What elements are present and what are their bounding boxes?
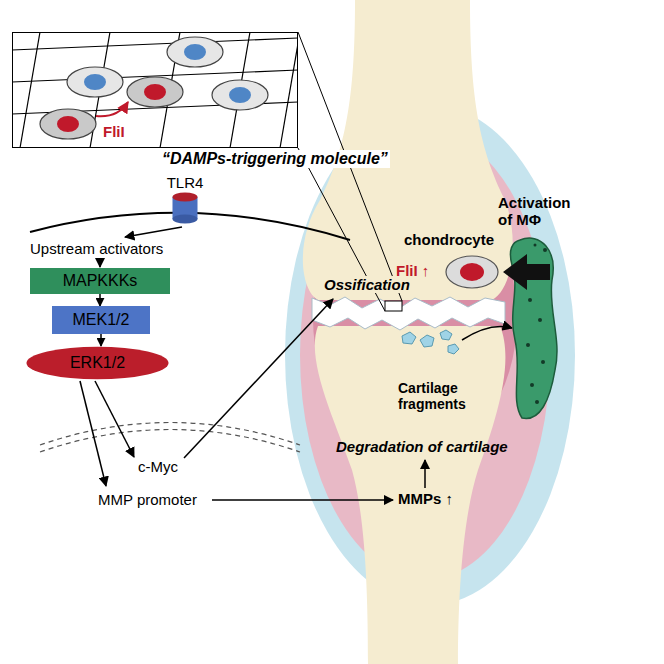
process-label: Activation of MΦ bbox=[498, 194, 584, 229]
node-text: ERK1/2 bbox=[70, 354, 125, 372]
cylinder-top bbox=[173, 193, 198, 202]
kinase-box: MEK1/2 bbox=[52, 306, 150, 334]
lower-bone bbox=[315, 326, 506, 664]
node-text: FliI bbox=[103, 123, 125, 140]
cartilage-fragments bbox=[402, 330, 459, 354]
chondrocyte-cell bbox=[446, 256, 498, 288]
inset-ground bbox=[12, 32, 298, 148]
cartilage-crack bbox=[312, 297, 505, 330]
kinase-box: MAPKKKs bbox=[30, 268, 170, 294]
pathway-arrow bbox=[100, 334, 102, 346]
fliI-arrow bbox=[96, 102, 128, 116]
promoter-label: MMP promoter bbox=[98, 491, 197, 508]
node-text: MEK1/2 bbox=[73, 311, 130, 329]
ellipse-fill bbox=[26, 347, 168, 380]
expression-label: FliI ↑ bbox=[396, 262, 429, 279]
process-label: Degradation of cartilage bbox=[336, 438, 508, 455]
fragment-arrow bbox=[462, 327, 512, 341]
pathway-label: Upstream activators bbox=[30, 240, 163, 257]
fragment-label: Cartilage fragments bbox=[398, 380, 498, 412]
magnifier-rect bbox=[385, 301, 402, 311]
cylinder-base bbox=[173, 215, 198, 224]
receptor-cylinder: TLR4 bbox=[172, 192, 198, 224]
nuclear-envelope bbox=[40, 423, 300, 446]
molecule-label: “DAMPs-triggering molecule” bbox=[160, 150, 390, 168]
nuclear-envelope bbox=[40, 430, 300, 453]
inset-box: FliI bbox=[12, 32, 298, 148]
kinase-ellipse: ERK1/2 bbox=[25, 346, 170, 380]
pathway-arrow bbox=[99, 294, 101, 306]
gene-label: c-Myc bbox=[138, 458, 178, 475]
chondrocyte-nucleus bbox=[460, 263, 484, 281]
cell-membrane bbox=[30, 213, 350, 240]
enzyme-label: MMPs ↑ bbox=[398, 490, 453, 507]
node-text: MAPKKKs bbox=[63, 272, 138, 290]
node-text: TLR4 bbox=[167, 174, 204, 191]
activation-arrow bbox=[503, 254, 550, 290]
cell-label: chondrocyte bbox=[404, 231, 494, 248]
cylinder-outline bbox=[172, 192, 198, 224]
inset-cells bbox=[40, 37, 268, 139]
matrix-grid bbox=[12, 32, 298, 148]
